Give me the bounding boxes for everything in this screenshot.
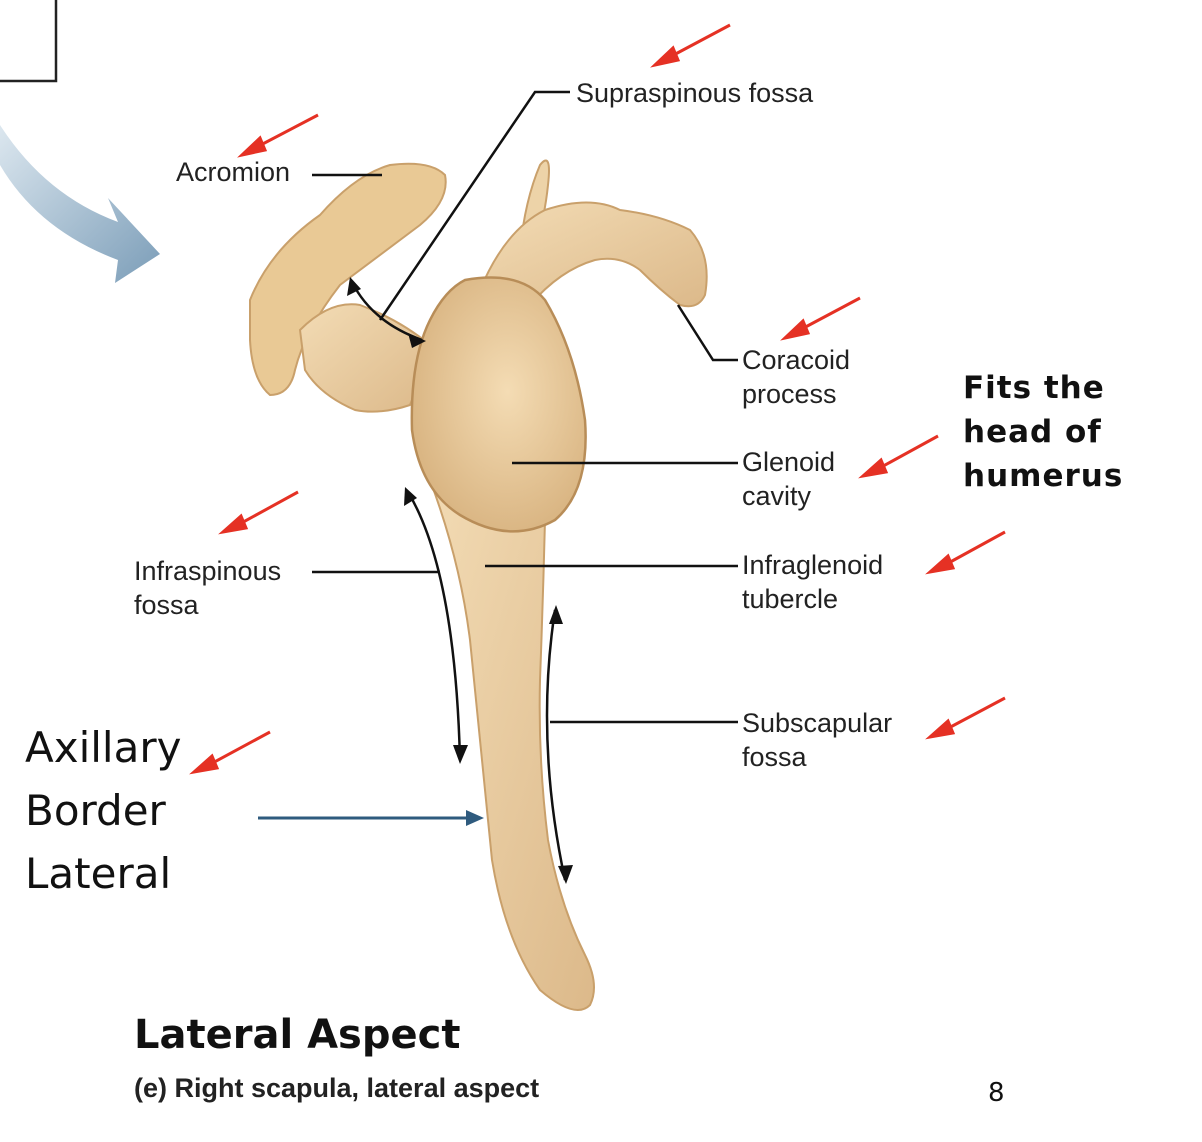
diagram-title: Lateral Aspect <box>134 1012 461 1058</box>
label-line: Coracoid <box>742 345 851 375</box>
double-arrow-heads <box>347 277 573 884</box>
red-arrow-infraspinous-icon <box>218 490 299 535</box>
label-line: fossa <box>742 742 807 772</box>
red-arrow-coracoid-icon <box>780 296 861 341</box>
double-arrow-infraspinous-icon <box>406 491 462 761</box>
red-arrow-infraglenoid-icon <box>925 530 1006 575</box>
leader-coracoid <box>676 304 738 362</box>
label-line: Subscapular <box>742 708 893 738</box>
label-line: Lateral <box>25 849 172 898</box>
note-line: Fits the <box>963 370 1105 406</box>
blue-arrow-icon <box>258 810 484 826</box>
leader-supraspinous <box>378 90 570 321</box>
label-line: Infraspinous <box>134 556 282 586</box>
label-acromion: Acromion <box>176 157 291 187</box>
red-arrow-supraspinous-icon <box>650 23 731 68</box>
label-axillary-border-lateral: Axillary Border Lateral <box>25 716 181 905</box>
leader-lines <box>312 90 738 724</box>
note-line: humerus <box>963 458 1124 494</box>
label-line: tubercle <box>742 584 839 614</box>
label-line: Glenoid <box>742 447 836 477</box>
double-arrow-subscapular-icon <box>545 609 567 881</box>
glenoid-cavity-shape <box>410 276 587 533</box>
page-number: 8 <box>988 1078 1005 1108</box>
red-arrow-subscapular-icon <box>925 696 1006 740</box>
acromion-bone <box>249 162 447 397</box>
label-line: Axillary <box>25 723 182 772</box>
label-line: cavity <box>742 481 812 511</box>
figure-caption: (e) Right scapula, lateral aspect <box>134 1073 540 1103</box>
red-arrow-acromion-icon <box>237 113 319 158</box>
note-fits-head-of-humerus: Fits the head of humerus <box>963 366 1123 498</box>
label-glenoid-cavity: Glenoid cavity <box>742 445 835 513</box>
curved-arrow-icon <box>0 125 160 283</box>
label-infraglenoid-tubercle: Infraglenoid tubercle <box>742 548 883 616</box>
red-arrow-axillary-icon <box>189 730 271 775</box>
coracoid-bone <box>478 201 708 308</box>
label-supraspinous-fossa: Supraspinous fossa <box>576 78 814 108</box>
scapula-lateral-border <box>428 448 595 1011</box>
label-line: Infraglenoid <box>742 550 884 580</box>
note-line: head of <box>963 414 1102 450</box>
red-arrows <box>189 23 1006 775</box>
label-subscapular-fossa: Subscapular fossa <box>742 706 892 774</box>
label-infraspinous-fossa: Infraspinous fossa <box>134 554 281 622</box>
label-line: Border <box>25 786 166 835</box>
scapular-spine <box>298 303 432 413</box>
label-coracoid-process: Coracoid process <box>742 343 850 411</box>
red-arrow-glenoid-icon <box>858 434 939 479</box>
label-line: process <box>742 379 837 409</box>
frame-corner <box>0 0 58 83</box>
label-line: fossa <box>134 590 199 620</box>
